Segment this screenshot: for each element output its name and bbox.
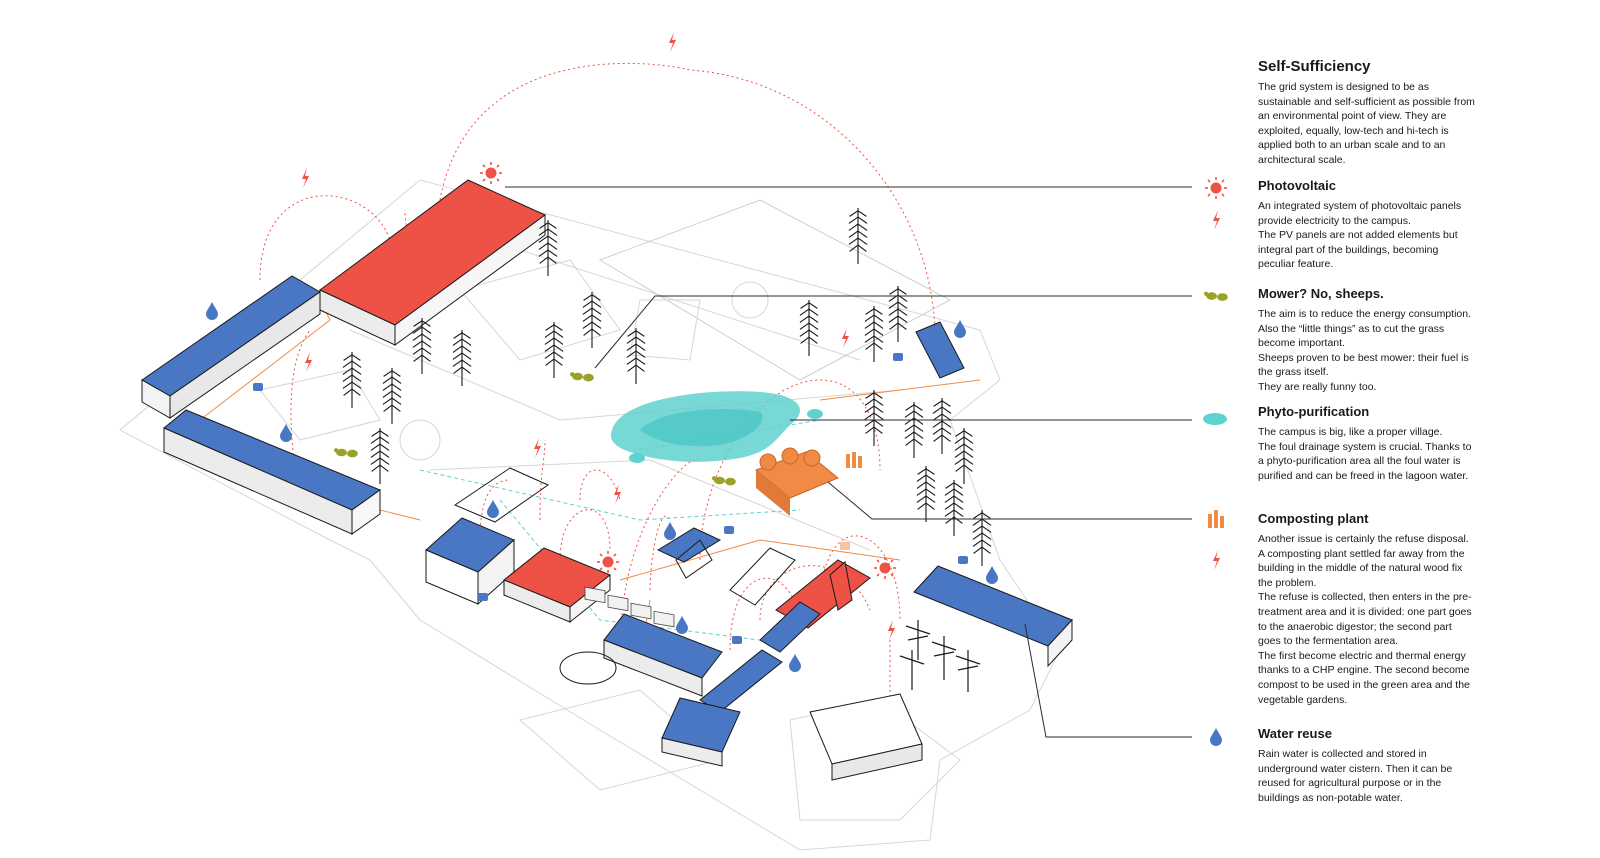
pond-cistern <box>807 409 823 419</box>
section-heading-water: Water reuse <box>1258 726 1332 741</box>
section-paragraph: The foul drainage system is crucial. Tha… <box>1258 440 1472 482</box>
section-heading-sheeps: Mower? No, sheeps. <box>1258 286 1384 301</box>
section-paragraph: The first become electric and thermal en… <box>1258 649 1470 706</box>
building-west-wing <box>141 275 321 419</box>
compost-icon <box>1208 510 1224 528</box>
building-central-pv <box>503 547 611 624</box>
section-paragraph: The aim is to reduce the energy consumpt… <box>1258 308 1472 350</box>
bare-trees <box>899 620 981 692</box>
sun-icon <box>1205 177 1227 199</box>
section-body-composting: Another issue is certainly the refuse di… <box>1258 532 1473 707</box>
section-paragraph: The PV panels are not added elements but… <box>1258 229 1458 271</box>
building-south-corner <box>661 697 741 767</box>
pond-inner <box>640 409 763 447</box>
building-diagonal-wing <box>699 601 821 713</box>
legend-intro: The grid system is designed to be as sus… <box>1258 81 1475 166</box>
amphitheatre <box>559 651 617 685</box>
building-south-block <box>603 613 723 697</box>
section-paragraph: Another issue is certainly the refuse di… <box>1258 533 1469 589</box>
legend-panel: Self-Sufficiency The grid system is desi… <box>1203 0 1600 858</box>
section-heading-phyto: Phyto-purification <box>1258 404 1370 419</box>
section-paragraph: Rain water is collected and stored in un… <box>1258 748 1453 804</box>
composting-plant <box>755 447 839 516</box>
energy-flow-arcs <box>259 62 936 710</box>
building-east-small <box>915 321 965 379</box>
section-body-phyto: The campus is big, like a proper village… <box>1258 425 1473 483</box>
building-central-block <box>425 517 515 606</box>
sheep-icon <box>1204 291 1228 301</box>
building-south-wing <box>163 409 382 535</box>
energy-network-lines <box>199 299 981 661</box>
section-paragraph: An integrated system of photovoltaic pan… <box>1258 200 1462 227</box>
greenhouses <box>584 586 675 628</box>
section-body-water: Rain water is collected and stored in un… <box>1258 747 1473 805</box>
pond-cistern <box>629 453 645 463</box>
outline-buildings <box>453 467 796 606</box>
legend-title: Self-Sufficiency <box>1258 58 1371 75</box>
section-heading-photovoltaic: Photovoltaic <box>1258 178 1337 193</box>
building-small-blue <box>656 527 722 563</box>
section-paragraph: The refuse is collected, then enters in … <box>1258 591 1472 648</box>
section-paragraph: They are really funny too. <box>1258 380 1377 393</box>
compost-small-icon <box>840 452 862 550</box>
pond-icon <box>1203 413 1227 425</box>
section-paragraph: The campus is big, like a proper village… <box>1258 426 1443 438</box>
section-body-sheeps: The aim is to reduce the energy consumpt… <box>1258 307 1473 395</box>
building-east-wing <box>913 565 1073 668</box>
bolt-icon <box>1213 210 1220 230</box>
campus-axonometric-diagram <box>119 32 1192 851</box>
section-body-photovoltaic: An integrated system of photovoltaic pan… <box>1258 199 1473 272</box>
building-white-pavilion <box>809 693 923 781</box>
leader-lines <box>505 186 1192 738</box>
bolt-icon <box>1213 550 1220 570</box>
water-drop-icon <box>1210 728 1222 746</box>
section-paragraph: Sheeps proven to be best mower: their fu… <box>1258 351 1469 379</box>
building-main-pv <box>319 179 546 346</box>
section-heading-composting: Composting plant <box>1258 511 1369 526</box>
